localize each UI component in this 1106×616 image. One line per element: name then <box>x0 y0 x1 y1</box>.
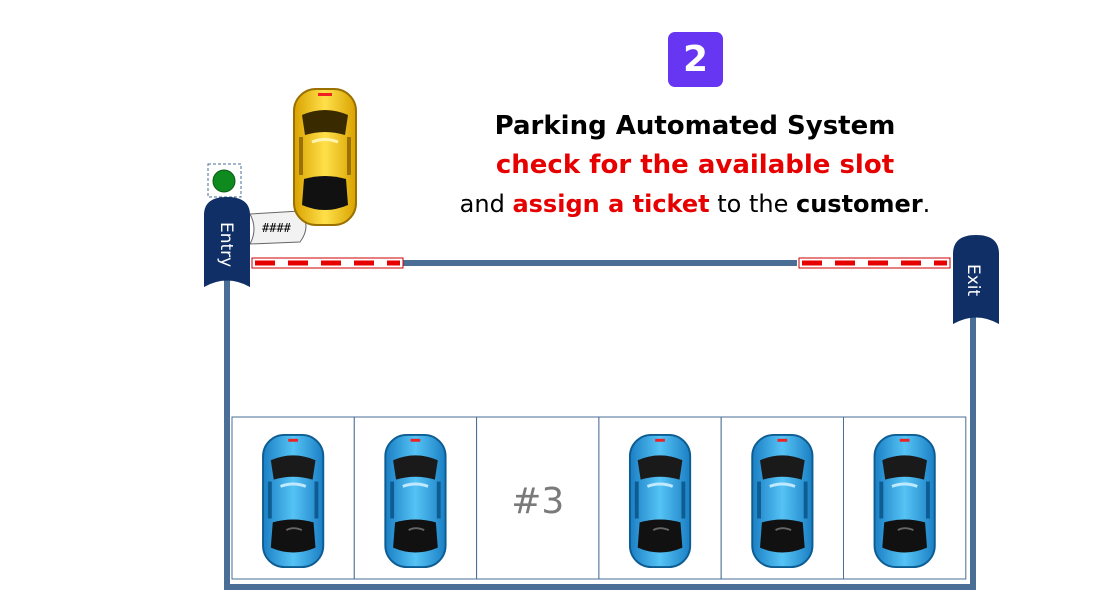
available-slot-label: #3 <box>511 481 564 522</box>
entry-label: Entry <box>216 222 236 267</box>
parking-slots: #3 <box>231 416 967 580</box>
ticket-text: #### <box>262 221 292 235</box>
description-emphasis: customer <box>795 190 923 218</box>
signal-light <box>212 169 236 193</box>
description-highlight: assign a ticket <box>512 190 710 218</box>
description-part: and <box>459 190 513 218</box>
car-top-view-icon <box>261 433 325 569</box>
exit-label: Exit <box>963 264 983 297</box>
taxi-top-view-icon <box>292 87 358 227</box>
description-part: . <box>922 190 931 218</box>
traffic-light-icon <box>207 163 242 198</box>
title-text: Parking Automated System <box>494 111 896 141</box>
road-outline <box>224 268 976 590</box>
parking-slot <box>476 416 600 580</box>
description-text: and assign a ticket to the customer. <box>395 190 995 218</box>
car-top-view-icon <box>383 433 448 569</box>
step-number-badge: 2 <box>668 32 723 87</box>
description-part: to the <box>709 190 796 218</box>
car-top-view-icon <box>628 433 692 569</box>
car-top-view-icon <box>873 433 937 569</box>
entry-sign <box>204 197 250 287</box>
exit-sign <box>953 235 999 324</box>
car-top-view-icon <box>750 433 814 569</box>
subtitle-text: check for the available slot <box>495 150 895 180</box>
